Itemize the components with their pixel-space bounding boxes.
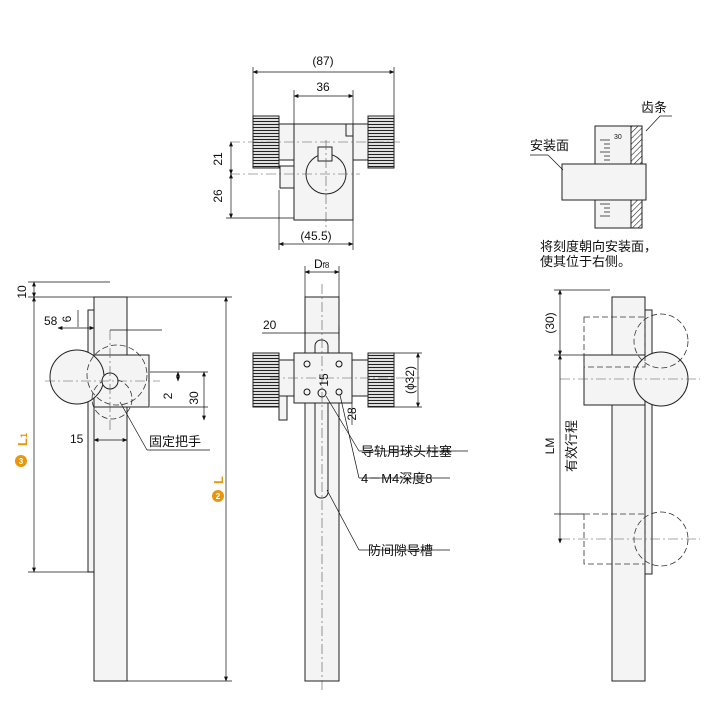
dim-21: 21 xyxy=(211,152,225,166)
left-view: 10 6 58 2 30 15 固定把手 3 L 1 xyxy=(15,281,232,682)
top-key xyxy=(317,146,333,162)
dim-phi32: (ϕ32) xyxy=(403,366,417,394)
fixed-handle-label: 固定把手 xyxy=(149,434,201,449)
dim-58: 58 xyxy=(44,314,58,328)
m4-holes xyxy=(303,360,343,396)
dim-87: (87) xyxy=(312,54,333,68)
l-dimension: 2 L xyxy=(211,476,226,502)
dim-10: 10 xyxy=(15,285,29,299)
dim-30-right: (30) xyxy=(543,312,557,333)
right-view: (30) LM 有效行程 xyxy=(543,289,700,682)
l-badge-num: 2 xyxy=(216,492,221,501)
front-right-knob xyxy=(367,352,395,408)
dim-28: 28 xyxy=(345,407,359,421)
l1-badge xyxy=(15,455,27,467)
slider-block xyxy=(561,163,647,201)
l1-dimension: 3 L 1 xyxy=(15,433,30,467)
mounting-face-label: 安装面 xyxy=(530,138,569,153)
anti-gap-groove-label: 防间隙导槽 xyxy=(368,543,433,558)
left-knob xyxy=(49,349,105,405)
dim-2: 2 xyxy=(161,392,175,399)
ball-plunger-label: 导轨用球头柱塞 xyxy=(361,444,452,459)
front-view: Df8 20 15 28 (ϕ32) 导轨用球头柱塞 4－M4深度8 防间隙导槽 xyxy=(252,257,468,690)
dim-6: 6 xyxy=(60,315,74,322)
dim-15-front: 15 xyxy=(317,373,331,387)
dim-15-left: 15 xyxy=(70,432,84,446)
screw-holes-label: 4－M4深度8 xyxy=(361,471,433,486)
effective-travel-label: 有效行程 xyxy=(564,420,579,472)
top-view: (87) 36 21 26 (45.5) xyxy=(211,54,400,250)
scale-30-label: 30 xyxy=(614,134,622,141)
scale-ticks xyxy=(600,139,610,217)
l1-letter: L xyxy=(15,438,30,446)
dim-45-5: (45.5) xyxy=(300,229,331,243)
l1-badge-num: 3 xyxy=(19,457,24,466)
left-rack xyxy=(87,309,95,573)
dim-20: 20 xyxy=(263,318,277,332)
front-handle xyxy=(278,395,288,421)
dim-drf8: Df8 xyxy=(314,257,330,271)
dim-30: 30 xyxy=(187,391,201,405)
scale-detail: 30 齿条 安装面 将刻度朝向安装面， 使其位于右侧。 xyxy=(530,100,672,269)
l1-sub: 1 xyxy=(19,433,29,438)
front-left-knob xyxy=(252,352,280,408)
l-badge xyxy=(212,490,224,502)
dim-26: 26 xyxy=(211,189,225,203)
dim-36: 36 xyxy=(316,80,330,94)
rack-label: 齿条 xyxy=(641,100,667,115)
scale-note-line1: 将刻度朝向安装面， xyxy=(540,239,657,254)
top-corner-notch xyxy=(345,123,354,137)
right-rack xyxy=(644,309,653,575)
l-letter: L xyxy=(211,476,226,484)
top-side-handle xyxy=(279,165,295,189)
dim-lm: LM xyxy=(543,438,557,455)
scale-note-line2: 使其位于右侧。 xyxy=(540,254,631,269)
